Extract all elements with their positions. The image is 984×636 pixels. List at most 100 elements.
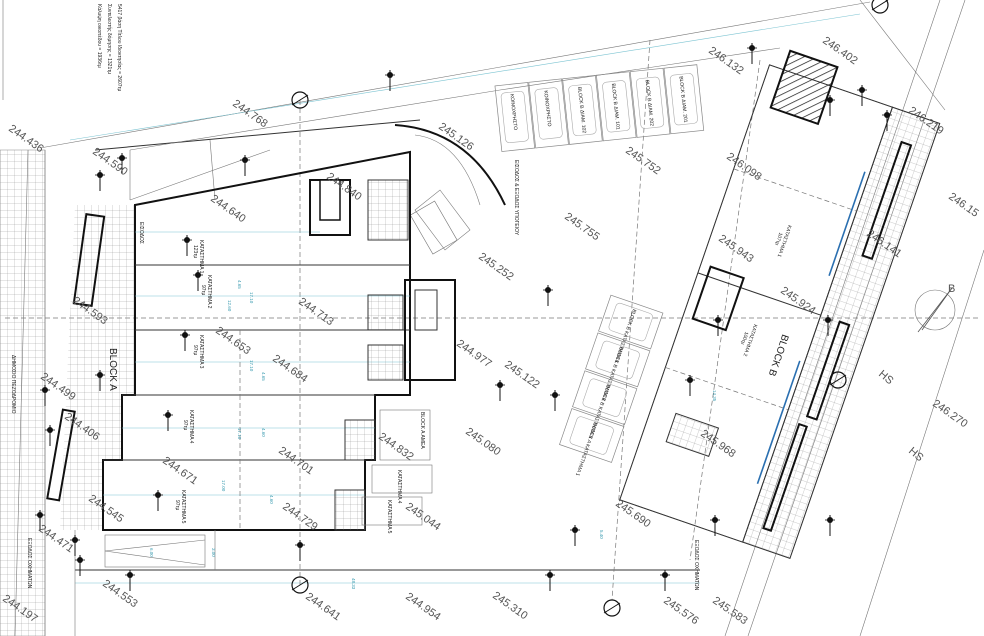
spot-elevation: 245.122 xyxy=(502,359,541,392)
dimension: 4.65 xyxy=(261,372,266,381)
level-marker-icon xyxy=(180,330,190,351)
dimension: 17.10 xyxy=(249,292,254,304)
parking-space: BLOCK B ΔΙΑΜ. 102 xyxy=(562,74,603,145)
level-marker-icon xyxy=(685,375,695,396)
section-marker-icon xyxy=(829,371,847,389)
spot-elevation: 245.252 xyxy=(476,251,515,284)
spot-elevation: 245.576 xyxy=(661,595,700,628)
parking-label: BLOCK B ΔΙΑΜ. 101 xyxy=(610,83,621,130)
block-a-unit-labels: ΚΑΤΑΣΤΗΜΑ 1 123τμ ΚΑΤΑΣΤΗΜΑ 2 97τμ ΚΑΤΑΣ… xyxy=(138,222,212,524)
section-marker-icon xyxy=(603,599,621,617)
section-marker-icon xyxy=(871,0,889,14)
level-marker-icon xyxy=(125,570,135,591)
parking-mid: BLOCK A ΑΜΕΑ ΚΑΤΑΣΤΗΜΑ 4 ΚΑΤΑΣΤΗΜΑ 5 xyxy=(361,409,433,534)
spot-elevation: 244.954 xyxy=(403,591,442,624)
hs-label: HS xyxy=(906,445,925,464)
spot-elevation: 245.690 xyxy=(613,498,652,531)
spot-elevation: 245.755 xyxy=(562,211,601,244)
parking-space: BLOCK B ΚΑΤΑΣΤΗΜΑ 1 xyxy=(598,294,664,364)
spot-elevation: 246.15 xyxy=(946,191,980,220)
dimension: 17.00 xyxy=(221,480,226,492)
unit-name: ΚΑΤΑΣΤΗΜΑ 2 xyxy=(206,275,212,309)
unit-name: ΚΑΤΑΣΤΗΜΑ 4 xyxy=(188,410,194,444)
dimension: 4.65 xyxy=(237,280,242,289)
level-marker-icon xyxy=(70,535,80,556)
section-marker-icon xyxy=(291,91,309,109)
dimension: 17.10 xyxy=(237,428,242,440)
section-markers xyxy=(291,0,889,617)
level-marker-icon xyxy=(823,315,833,336)
north-arrow: B xyxy=(914,283,955,333)
title-line: Κάλυψη οικοπέδου = 1936τμ xyxy=(96,4,103,68)
public-sidewalk-label: ΔΗΜΟΣΙΟ ΠΕΖΟΔΡΟΜΙΟ xyxy=(10,355,16,414)
parking-space: BLOCK B ΔΙΑΜ. 202 xyxy=(629,67,671,138)
unit-name: ΚΑΤΑΣΤΗΜΑ 1 xyxy=(198,240,204,274)
parking-space: BLOCK B ΔΙΑΜ. 101 xyxy=(596,71,637,142)
level-marker-icon xyxy=(40,385,50,406)
dimension: 3.00 xyxy=(211,548,216,557)
unit-area: 107τμ xyxy=(773,232,783,247)
spot-elevation: 245.752 xyxy=(623,145,662,178)
level-marker-icon xyxy=(660,570,670,591)
parking-space: BLOCK B ΔΙΑΜ. 201 xyxy=(663,64,705,135)
unit-area: 97τμ xyxy=(174,500,180,511)
left-sidewalk xyxy=(0,149,46,636)
parking-label: BLOCK B ΔΙΑΜ. 102 xyxy=(576,87,587,134)
level-marker-icon xyxy=(550,390,560,411)
level-marker-icon xyxy=(240,155,250,176)
spot-elevation: 244.590 xyxy=(90,146,129,179)
dimension: 5.40 xyxy=(599,530,604,539)
parking-label: BLOCK A ΚΑΤΑΣΤΗΜΑ 1 xyxy=(574,422,598,477)
site-boundary xyxy=(5,0,984,636)
level-marker-icon xyxy=(117,153,127,174)
spot-elevation: 244.977 xyxy=(454,338,493,371)
parking-space: BLOCK A ΚΑΤΑΣΤΗΜΑ 1 xyxy=(559,408,625,477)
parking-label: ΚΑΤΑΣΤΗΜΑ 5 xyxy=(386,500,392,534)
title-block: 5417 βάση Τίτλου Ιδιοκτησίας = 2607τμ Συ… xyxy=(96,4,123,92)
spot-elevation: 244.768 xyxy=(230,98,269,131)
parking-label: ΚΑΤΑΣΤΗΜΑ 4 xyxy=(396,470,402,504)
level-marker-icon xyxy=(45,425,55,446)
level-marker-icon xyxy=(825,95,835,116)
block-a-label: BLOCK A xyxy=(107,348,118,391)
spot-elevation: 246.132 xyxy=(706,45,745,78)
parking-label: ΚΟΙΝΟΧΡΗΣΤΟ xyxy=(508,94,518,131)
title-line: Συντελεστής δόμησης = 1321τμ xyxy=(106,4,113,74)
spot-elevation: 245.044 xyxy=(403,501,442,534)
level-marker-icon xyxy=(545,570,555,591)
level-marker-icon xyxy=(95,370,105,391)
level-marker-icon xyxy=(163,410,173,431)
level-marker-icon xyxy=(153,490,163,511)
level-marker-icon xyxy=(75,555,85,576)
parking-space: BLOCK B ΚΑΤΑΣΤΗΜΑ 2 xyxy=(585,332,651,402)
unit-area: 97τμ xyxy=(192,345,198,356)
block-a: BLOCK A ΚΑΤΑΣΤΗΜΑ 1 123τμ ΚΑΤΑΣΤΗΜΑ 2 97… xyxy=(46,150,456,531)
spot-elevation: 244.701 xyxy=(276,445,315,478)
unit-name: ΚΑΤΑΣΤΗΜΑ 3 xyxy=(198,335,204,369)
unit-area: 97τμ xyxy=(200,285,206,296)
parking-label: BLOCK B ΔΙΑΜ. 201 xyxy=(677,76,688,123)
level-marker-icon xyxy=(882,110,892,131)
spot-elevation: 244.641 xyxy=(303,591,342,624)
level-marker-icon xyxy=(182,235,192,256)
level-marker-icon xyxy=(710,515,720,536)
vehicle-exit-label: ΕΞΟΔΟΣ ΟΧΗΜΑΤΩΝ xyxy=(26,538,32,589)
block-b-label: BLOCK B xyxy=(766,333,791,378)
spot-elevation: 245.310 xyxy=(490,590,529,623)
spot-elevation: 245.080 xyxy=(463,426,502,459)
level-marker-icon xyxy=(295,540,305,561)
hs-label: HS xyxy=(876,368,895,387)
unit-area: 97τμ xyxy=(182,420,188,431)
parking-space: ΚΟΙΝΟΧΡΗΣΤΟ xyxy=(494,82,536,152)
level-marker-icon xyxy=(825,515,835,536)
level-marker-icon xyxy=(543,285,553,306)
spot-elevation: 245.583 xyxy=(710,595,749,628)
level-marker-icon xyxy=(193,270,203,291)
level-marker-icon xyxy=(713,315,723,336)
spot-elevation: 246.270 xyxy=(930,398,969,431)
parking-label: BLOCK A ΑΜΕΑ xyxy=(419,412,425,449)
dimension: 17.10 xyxy=(249,360,254,372)
level-markers xyxy=(35,43,892,591)
